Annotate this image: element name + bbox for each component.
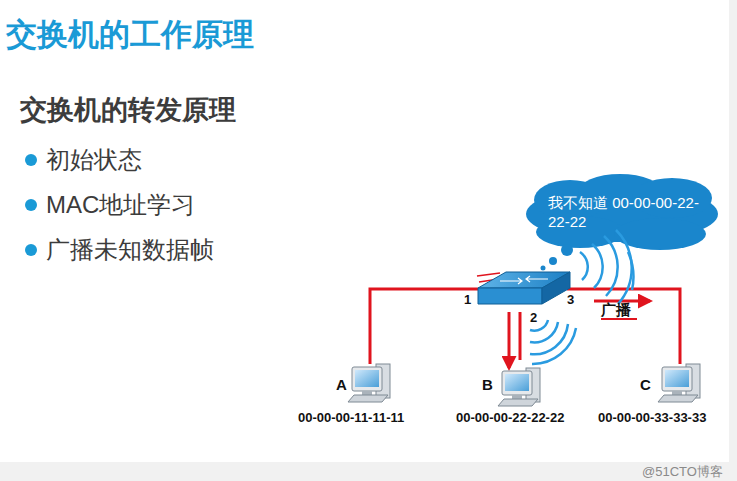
thought-cloud <box>526 174 718 271</box>
right-strip <box>729 0 737 481</box>
mac-address: 00-00-00-11-11-11 <box>298 410 404 426</box>
label-underline <box>601 318 637 320</box>
host-letter: C <box>640 376 651 395</box>
bottom-strip <box>0 462 737 481</box>
bullet-text: 初始状态 <box>46 144 142 176</box>
mac-address: 00-00-00-33-33-33 <box>598 410 706 426</box>
cloud-text: 我不知道 00-00-00-22-22-22 <box>548 194 700 232</box>
signal-waves <box>530 230 633 364</box>
host-computer: A 00-00-00-11-11-11 <box>290 372 430 432</box>
host-computer: C 00-00-00-33-33-33 <box>596 372 730 432</box>
network-cable <box>370 289 680 368</box>
bullet-text: 广播未知数据帧 <box>46 234 214 266</box>
computer-icon <box>498 368 540 406</box>
slide-title: 交换机的工作原理 <box>6 14 254 56</box>
host-computer: B 00-00-00-22-22-22 <box>444 372 594 432</box>
section-heading: 交换机的转发原理 <box>20 92 236 128</box>
bullet-text: MAC地址学习 <box>46 189 195 221</box>
thought-cloud-text: 我不知道 00-00-00-22-22-22 <box>540 190 706 240</box>
host-letter: B <box>482 376 493 395</box>
port-number: 2 <box>530 310 537 325</box>
watermark: @51CTO博客 <box>642 463 723 481</box>
bullet-dot <box>25 154 37 166</box>
switch-icon <box>478 272 570 304</box>
port-number: 1 <box>464 292 471 307</box>
computer-icon <box>348 364 390 402</box>
computer-icon <box>658 364 700 402</box>
host-letter: A <box>336 376 347 395</box>
motion-stroke <box>477 273 500 276</box>
broadcast-label: 广播 <box>601 301 631 320</box>
bullet-dot <box>25 199 37 211</box>
bullet-dot <box>25 244 37 256</box>
mac-address: 00-00-00-22-22-22 <box>456 410 564 426</box>
port-number: 3 <box>567 292 574 307</box>
